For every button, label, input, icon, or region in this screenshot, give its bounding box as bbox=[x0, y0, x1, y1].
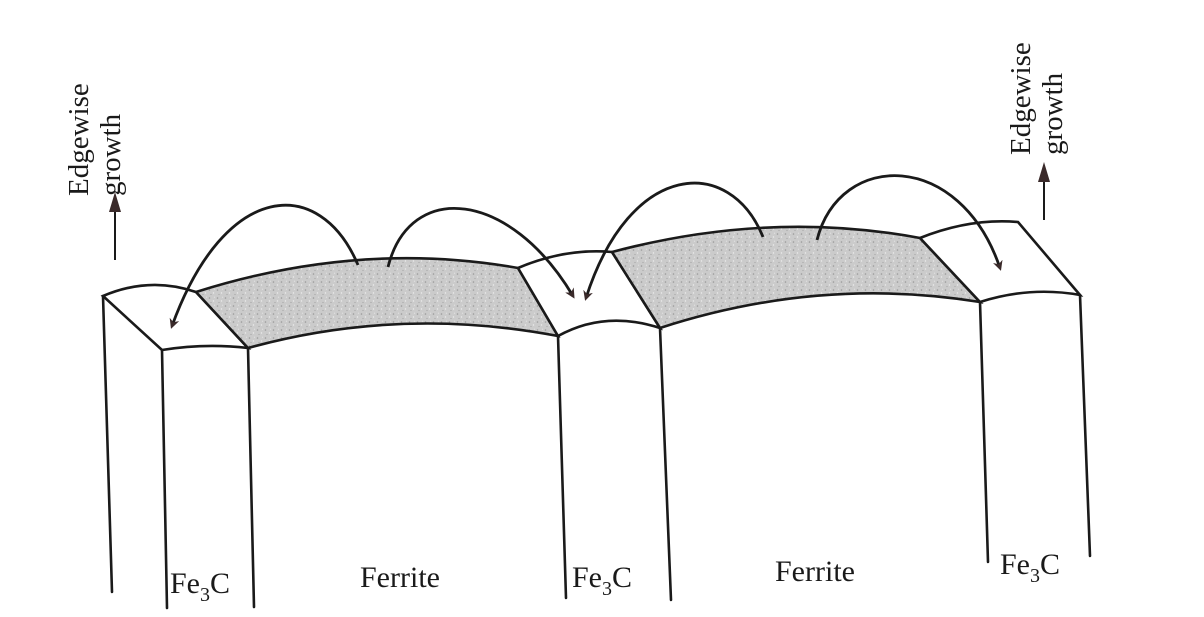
edge-line bbox=[1080, 295, 1090, 556]
edge-line bbox=[248, 348, 254, 607]
edge-line bbox=[660, 328, 671, 600]
growth-label-right: Edgewise growth bbox=[1005, 42, 1069, 155]
cementite-label-middle: Fe3C bbox=[572, 561, 632, 600]
growth-label-left: Edgewise growth bbox=[63, 83, 127, 196]
svg-text:Edgewise: Edgewise bbox=[1005, 42, 1037, 155]
up-arrow-icon bbox=[1038, 162, 1050, 182]
cementite-label-left: Fe3C bbox=[170, 567, 230, 606]
edge-line bbox=[162, 350, 167, 608]
edge-line bbox=[558, 336, 566, 598]
ferrite-label-left: Ferrite bbox=[360, 561, 440, 594]
ferrite-label-right: Ferrite bbox=[775, 555, 855, 588]
svg-text:growth: growth bbox=[95, 113, 127, 196]
edge-line bbox=[103, 296, 112, 592]
svg-text:growth: growth bbox=[1037, 72, 1069, 155]
svg-text:Edgewise: Edgewise bbox=[63, 83, 95, 196]
cementite-label-right: Fe3C bbox=[1000, 548, 1060, 587]
edge-line bbox=[980, 302, 988, 562]
ferrite-top-left bbox=[196, 258, 558, 348]
